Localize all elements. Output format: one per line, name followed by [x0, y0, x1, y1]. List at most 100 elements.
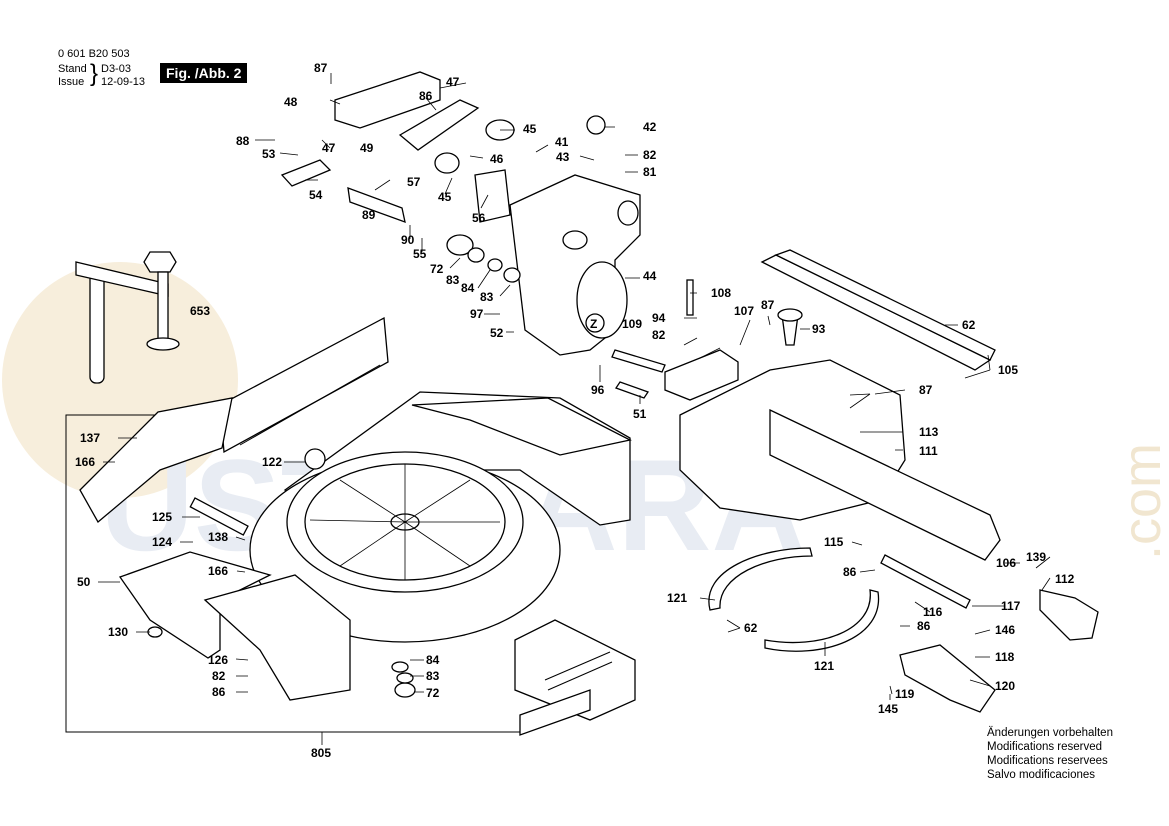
brace-glyph: } — [90, 60, 99, 87]
label-47b: 47 — [322, 141, 336, 155]
label-112: 112 — [1055, 572, 1075, 586]
fence — [79, 316, 389, 524]
label-83: 83 — [446, 273, 460, 287]
label-86c: 86 — [843, 565, 857, 579]
label-116: 116 — [923, 605, 943, 619]
label-96: 96 — [591, 383, 605, 397]
label-87b: 87 — [761, 298, 775, 312]
label-55: 55 — [413, 247, 427, 261]
clamp-653 — [75, 251, 180, 384]
leader-lines — [98, 73, 1051, 700]
label-41: 41 — [555, 135, 569, 149]
label-57: 57 — [407, 175, 421, 189]
label-51: 51 — [633, 407, 647, 421]
reference-z-marker — [585, 313, 605, 333]
label-139: 139 — [1026, 550, 1046, 564]
label-43: 43 — [556, 150, 570, 164]
issue-label: Issue — [58, 76, 85, 88]
note-es: Salvo modificaciones — [987, 769, 1096, 781]
stand-label: Stand — [58, 63, 87, 75]
label-94: 94 — [652, 311, 666, 325]
label-113: 113 — [919, 425, 939, 439]
reference-z-letter: Z — [590, 317, 597, 331]
label-46: 46 — [490, 152, 504, 166]
label-119: 119 — [895, 687, 915, 701]
turntable — [249, 451, 561, 643]
label-138: 138 — [208, 530, 228, 544]
label-86d: 86 — [917, 619, 931, 633]
handle-120 — [899, 644, 996, 713]
note-fr: Modifications reservees — [987, 755, 1108, 767]
label-82: 82 — [643, 148, 657, 162]
issue-value: 12-09-13 — [101, 76, 146, 88]
label-86b: 86 — [212, 685, 226, 699]
label-44: 44 — [643, 269, 657, 283]
label-107: 107 — [734, 304, 754, 318]
label-50: 50 — [77, 575, 91, 589]
label-805: 805 — [311, 746, 331, 760]
label-84: 84 — [461, 281, 475, 295]
label-126: 126 — [208, 653, 228, 667]
label-47: 47 — [446, 75, 460, 89]
bevel-arcs-121 — [708, 547, 880, 652]
label-54: 54 — [309, 188, 323, 202]
label-62b: 62 — [744, 621, 758, 635]
label-62: 62 — [962, 318, 976, 332]
label-84b: 84 — [426, 653, 440, 667]
label-125: 125 — [152, 510, 172, 524]
label-124: 124 — [152, 535, 172, 549]
label-45: 45 — [438, 190, 452, 204]
label-82b: 82 — [652, 328, 666, 342]
label-97: 97 — [470, 307, 484, 321]
label-45b: 45 — [523, 122, 537, 136]
sliding-table-111 — [664, 349, 1001, 561]
label-52: 52 — [490, 326, 504, 340]
label-56: 56 — [472, 211, 486, 225]
extension-table-50 — [118, 551, 351, 701]
label-88: 88 — [236, 134, 250, 148]
top-bracket — [280, 71, 515, 224]
support-block — [514, 619, 636, 736]
part-labels: 87 47 48 86 88 53 47 49 57 54 89 45 45 4… — [75, 61, 1075, 760]
label-106: 106 — [996, 556, 1016, 570]
label-121b: 121 — [814, 659, 834, 673]
label-118: 118 — [995, 650, 1015, 664]
label-49: 49 — [360, 141, 374, 155]
label-72: 72 — [430, 262, 444, 276]
label-137: 137 — [80, 431, 100, 445]
note-en: Modifications reserved — [987, 741, 1103, 753]
label-87c: 87 — [919, 383, 933, 397]
label-166b: 166 — [208, 564, 228, 578]
label-653: 653 — [190, 304, 210, 318]
label-81: 81 — [643, 165, 657, 179]
label-121: 121 — [667, 591, 687, 605]
label-115: 115 — [824, 535, 844, 549]
label-90: 90 — [401, 233, 415, 247]
label-122: 122 — [262, 455, 282, 469]
label-82c: 82 — [212, 669, 226, 683]
label-109: 109 — [622, 317, 642, 331]
label-86: 86 — [419, 89, 433, 103]
label-105: 105 — [998, 363, 1018, 377]
watermark-suffix: .com — [1112, 443, 1169, 560]
note-de: Änderungen vorbehalten — [987, 727, 1113, 739]
label-89: 89 — [362, 208, 376, 222]
rod-117 — [880, 554, 1099, 641]
label-72b: 72 — [426, 686, 440, 700]
rail-105 — [760, 249, 996, 371]
stand-value: D3-03 — [101, 63, 131, 75]
label-83c: 83 — [426, 669, 440, 683]
figure-title: Fig. /Abb. 2 — [160, 63, 248, 83]
doc-number: 0 601 B20 503 — [58, 48, 130, 60]
label-108: 108 — [711, 286, 731, 300]
small-parts — [147, 115, 803, 698]
label-42: 42 — [643, 120, 657, 134]
label-48: 48 — [284, 95, 298, 109]
label-117: 117 — [1001, 599, 1021, 613]
label-93: 93 — [812, 322, 826, 336]
label-130: 130 — [108, 625, 128, 639]
label-53: 53 — [262, 147, 276, 161]
label-83b: 83 — [480, 290, 494, 304]
label-111: 111 — [919, 444, 938, 458]
